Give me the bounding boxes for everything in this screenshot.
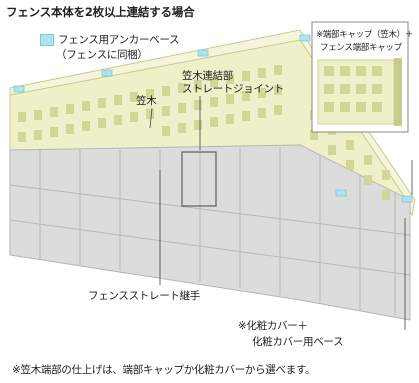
inset-end-cap [394,58,402,126]
block-wall [9,144,411,321]
anchor-base-legend-swatch [40,34,54,46]
joint-label: 笠木連結部 [182,70,233,82]
inset-sublabel: フェンス端部キャップ [320,43,402,53]
footnote: ※笠木端部の仕上げは、端部キャップか化粧カバーから選べます。 [12,364,316,376]
cover-sublabel: 化粧カバー用ベース [252,336,344,348]
kasagi-label: 笠木 [136,95,157,107]
anchor-base-label: フェンス用アンカーベース [58,34,180,46]
joint-highlight-box [181,151,217,207]
leader-lines [149,96,413,330]
page-title: フェンス本体を2枚以上連結する場合 [6,5,195,19]
straight-joint-label: フェンスストレート継手 [88,290,200,302]
anchor-base-sublabel: （フェンスに同梱） [56,49,148,61]
inset-label: ※端部キャップ（笠木）＋ [316,30,414,40]
joint-sublabel: ストレートジョイント [182,83,284,95]
cover-label: ※化粧カバー＋ [238,320,308,332]
inset-openings [324,66,382,112]
anchor-bases [13,34,413,203]
